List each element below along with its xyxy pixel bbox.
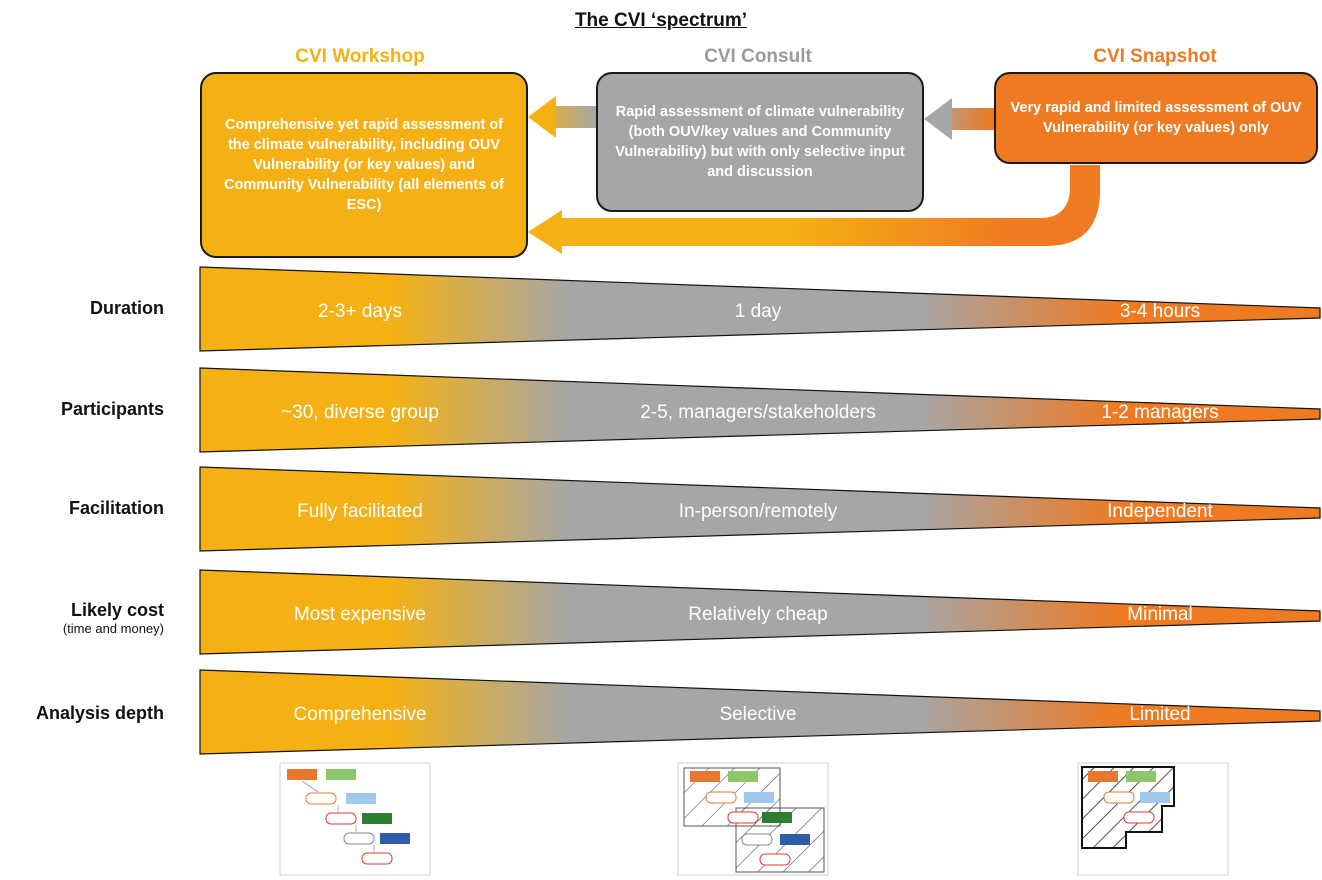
row-4-value-consult: Selective (719, 704, 797, 725)
wedge-2 (199, 466, 1321, 552)
row-3-value-consult: Relatively cheap (688, 604, 828, 625)
column-title-consult: CVI Consult (704, 46, 812, 67)
row-2-value-workshop: Fully facilitated (297, 501, 423, 522)
wedges-group (199, 266, 1321, 755)
wedge-4 (199, 669, 1321, 755)
row-3-value-workshop: Most expensive (293, 604, 426, 625)
row-label-text: Duration (90, 298, 164, 318)
row-sublabel-text: (time and money) (62, 621, 164, 636)
row-1-value-consult: 2-5, managers/stakeholders (640, 402, 876, 423)
row-label-text: Likely cost (70, 600, 164, 620)
row-3-value-snapshot: Minimal (1127, 604, 1193, 625)
row-label-4: Analysis depth (2, 703, 164, 724)
consult-description-box: Rapid assessment of climate vulnerabilit… (596, 72, 924, 212)
column-title-workshop: CVI Workshop (295, 46, 425, 67)
consult-description: Rapid assessment of climate vulnerabilit… (615, 104, 905, 180)
row-label-text: Analysis depth (35, 703, 164, 723)
snapshot-description: Very rapid and limited assessment of OUV… (1010, 100, 1302, 136)
row-2-value-consult: In-person/remotely (678, 501, 838, 522)
row-1-value-snapshot: 1-2 managers (1101, 402, 1219, 423)
thumbnail-consult (677, 762, 829, 876)
row-label-text: Facilitation (68, 498, 164, 518)
row-label-text: Participants (60, 399, 164, 419)
row-label-1: Participants (2, 399, 164, 420)
row-0-value-consult: 1 day (734, 301, 782, 322)
wedge-3 (199, 569, 1321, 655)
wedge-0 (199, 266, 1321, 352)
snapshot-description-box: Very rapid and limited assessment of OUV… (994, 72, 1318, 164)
row-4-value-snapshot: Limited (1129, 704, 1191, 725)
row-label-0: Duration (2, 298, 164, 319)
thumbnail-snapshot (1077, 762, 1229, 876)
workshop-description: Comprehensive yet rapid assessment of th… (224, 117, 504, 213)
arrow-snapshot-to-consult (924, 98, 996, 140)
wedge-1 (199, 367, 1321, 453)
thumbnail-workshop (279, 762, 431, 876)
row-2-value-snapshot: Independent (1107, 501, 1213, 522)
row-1-value-workshop: ~30, diverse group (281, 402, 439, 423)
arrow-snapshot-to-workshop (528, 165, 1100, 254)
row-label-2: Facilitation (2, 498, 164, 519)
row-label-3: Likely cost(time and money) (2, 600, 164, 636)
workshop-description-box: Comprehensive yet rapid assessment of th… (200, 72, 528, 258)
row-0-value-snapshot: 3-4 hours (1119, 301, 1201, 322)
diagram-title: The CVI ‘spectrum’ (574, 10, 748, 31)
column-title-snapshot: CVI Snapshot (1093, 46, 1217, 67)
arrow-consult-to-workshop (528, 96, 598, 138)
row-4-value-workshop: Comprehensive (293, 704, 427, 725)
row-0-value-workshop: 2-3+ days (318, 301, 402, 322)
